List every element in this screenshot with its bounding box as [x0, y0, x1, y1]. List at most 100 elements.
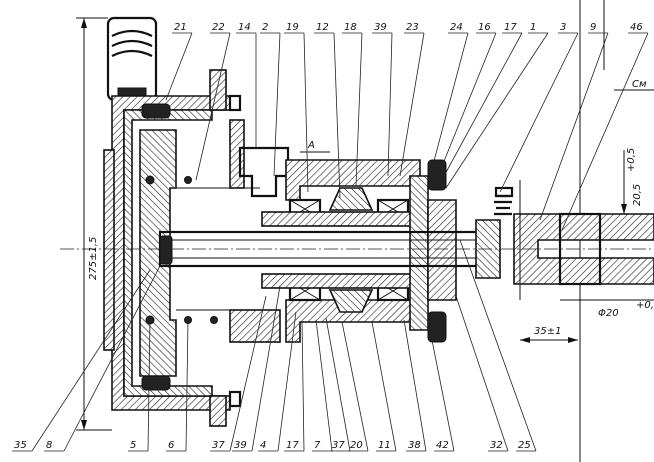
callout-top-14: 14: [236, 22, 257, 148]
callout-label: 9: [590, 22, 596, 33]
callout-label: 20: [350, 440, 363, 451]
callout-label: 22: [212, 22, 225, 33]
callout-label: 25: [518, 440, 531, 451]
callout-leader-line: [147, 319, 151, 452]
callout-bot-11: 11: [371, 321, 397, 452]
callout-bot-37a: 37: [210, 295, 267, 452]
shaft-offset-label: 20,5: [632, 184, 643, 206]
callout-label: 14: [238, 22, 251, 33]
callout-label: 1: [530, 22, 536, 33]
callout-leader-line: [31, 269, 151, 452]
callout-bot-5: 5: [128, 319, 151, 452]
callout-bot-8: 8: [44, 261, 163, 452]
callout-label: 32: [490, 440, 503, 451]
corner-note-label: См: [632, 79, 647, 90]
shaft-diameter-label: Φ20: [598, 308, 619, 319]
overall-height-label: 275±1,5: [88, 237, 99, 280]
callout-bot-42: 42: [427, 319, 455, 452]
callout-leader-line: [437, 32, 497, 177]
callout-label: 37: [212, 440, 225, 451]
callout-leader-line: [301, 321, 305, 452]
callout-label: 18: [344, 22, 357, 33]
callout-leader-line: [539, 32, 609, 221]
callout-leader-line: [325, 317, 351, 452]
corner-note: См: [614, 79, 654, 91]
callout-top-3: 3: [499, 22, 579, 193]
callout-leader-line: [277, 311, 297, 452]
callout-top-22: 22: [195, 22, 231, 181]
callout-leader-line: [63, 261, 163, 452]
callout-label: 17: [286, 440, 299, 451]
offset-dimension: 20,5 +0,5: [621, 148, 643, 214]
callout-leader-line: [355, 32, 363, 187]
callout-leader-line: [341, 321, 369, 452]
callout-label: 37: [332, 440, 345, 451]
callout-top-2: 2: [260, 22, 281, 177]
callout-label: 5: [130, 440, 136, 451]
callout-label: 24: [450, 22, 463, 33]
diameter-dimension: Φ20 +0,1: [560, 299, 654, 319]
callout-label: 35: [14, 440, 27, 451]
callout-top-19: 19: [284, 22, 309, 193]
section-mark: A: [300, 140, 330, 153]
callout-leader-line: [229, 295, 267, 452]
callout-leader-line: [333, 32, 341, 199]
callout-label: 38: [408, 440, 421, 451]
callout-label: 11: [378, 440, 391, 451]
callout-bot-6: 6: [166, 319, 189, 452]
callout-label: 8: [46, 440, 52, 451]
callout-top-23: 23: [399, 22, 425, 177]
shaft-offset-tol: +0,5: [626, 148, 637, 172]
callout-top-17: 17: [443, 22, 523, 177]
callout-label: 3: [560, 22, 566, 33]
callout-leader-line: [455, 295, 509, 452]
callout-bot-4: 4: [258, 311, 297, 452]
callout-leader-line: [371, 321, 397, 452]
length-label: 35±1: [534, 326, 561, 337]
length-dimension: 35±1: [520, 326, 578, 343]
callout-bot-17: 17: [284, 321, 305, 452]
callout-label: 46: [630, 22, 643, 33]
callout-leader-line: [195, 32, 231, 181]
callout-top-16: 16: [437, 22, 497, 177]
callout-label: 19: [286, 22, 299, 33]
callout-top-21: 21: [165, 22, 193, 101]
callout-leader-line: [445, 32, 549, 189]
callout-leader-line: [403, 319, 427, 452]
callout-leader-line: [427, 319, 455, 452]
callout-leader-line: [499, 32, 579, 193]
callout-leader-line: [165, 32, 193, 101]
motor-cap: [106, 16, 158, 102]
callout-label: 6: [168, 440, 174, 451]
callout-leader-line: [251, 285, 281, 452]
callout-top-46: 46: [561, 22, 649, 231]
callout-label: 7: [314, 440, 321, 451]
callout-top-39: 39: [372, 22, 393, 177]
callout-leader-line: [273, 32, 281, 177]
callout-leader-line: [561, 32, 649, 231]
callout-bot-37b: 37: [325, 317, 351, 452]
callout-bot-7: 7: [312, 319, 333, 452]
callout-top-18: 18: [342, 22, 363, 187]
shaft-diameter-tol: +0,1: [636, 300, 654, 311]
callout-label: 2: [262, 22, 268, 33]
callout-bot-25: 25: [459, 239, 537, 452]
callout-label: 16: [478, 22, 491, 33]
callout-label: 23: [406, 22, 419, 33]
callout-leader-line: [459, 239, 537, 452]
callout-leader-line: [443, 32, 523, 177]
callout-label: 39: [374, 22, 387, 33]
callout-leader-line: [387, 32, 393, 177]
bearing-hub: [229, 119, 457, 343]
callout-leader-line: [315, 319, 333, 452]
callout-label: 12: [316, 22, 329, 33]
callout-label: 4: [260, 440, 266, 451]
callout-label: 21: [174, 22, 187, 33]
callout-bot-35: 35: [12, 269, 151, 452]
callout-top-9: 9: [539, 22, 609, 221]
callout-bot-32: 32: [455, 295, 509, 452]
callout-bot-39: 39: [232, 285, 281, 452]
